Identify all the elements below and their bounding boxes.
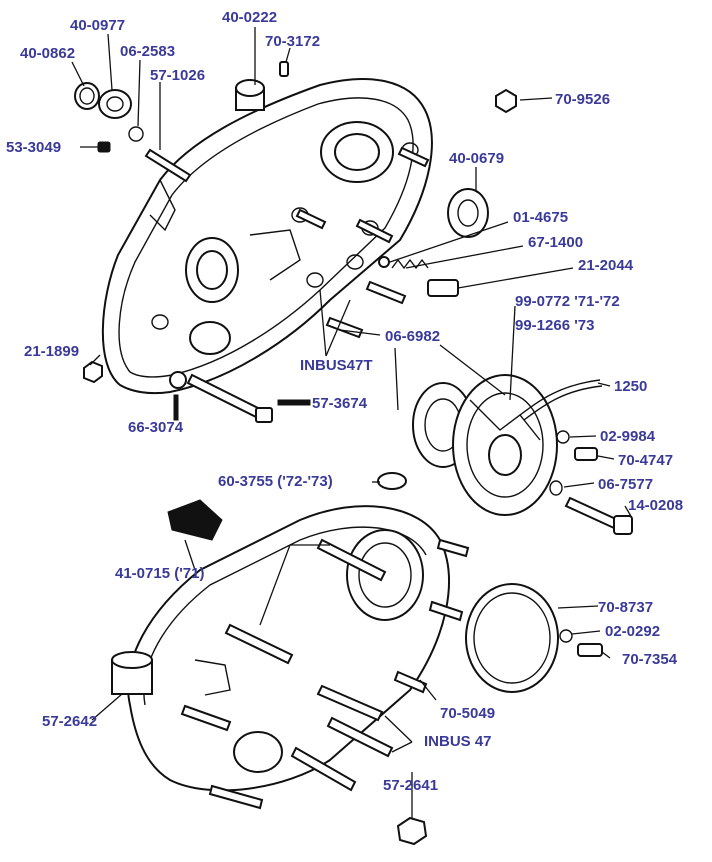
label-01-4675: 01-4675	[513, 209, 568, 226]
label-99-0772: 99-0772 '71-'72	[515, 293, 620, 310]
nut-70-9526	[495, 88, 517, 114]
label-70-9526: 70-9526	[555, 91, 610, 108]
points-plate-assembly	[412, 374, 558, 516]
label-70-4747: 70-4747	[618, 452, 673, 469]
label-inbus47t: INBUS47T	[300, 357, 373, 374]
lead-1250	[519, 379, 603, 421]
label-02-9984: 02-9984	[600, 428, 656, 445]
bushing-40-0222	[235, 79, 265, 111]
cap-41-0715	[167, 499, 223, 541]
label-70-7354: 70-7354	[622, 651, 678, 668]
plug-21-2044	[427, 279, 459, 297]
label-53-3049: 53-3049	[6, 139, 61, 156]
pin-70-3172	[279, 61, 289, 77]
seal-40-0679	[447, 188, 489, 238]
label-06-7577: 06-7577	[598, 476, 653, 493]
label-inbus47: INBUS 47	[424, 733, 492, 750]
seal-40-0977	[98, 89, 132, 119]
dowel-57-1026	[144, 148, 192, 183]
bushing-57-2642	[111, 651, 153, 695]
label-66-3074: 66-3074	[128, 419, 184, 436]
nut-57-2641	[396, 816, 428, 846]
label-21-2044: 21-2044	[578, 257, 634, 274]
screw-70-4747	[574, 447, 598, 461]
label-70-3172: 70-3172	[265, 33, 320, 50]
bolt-14-0208	[564, 496, 633, 535]
plug-60-3755	[377, 472, 407, 490]
label-70-5049: 70-5049	[440, 705, 495, 722]
inbus-bolts-upper	[295, 146, 430, 339]
label-41-0715: 41-0715 ('71)	[115, 565, 204, 582]
oring-06-2583	[128, 126, 144, 142]
label-06-6982: 06-6982	[385, 328, 440, 345]
washer-06-7577	[549, 480, 563, 496]
label-21-1899: 21-1899	[24, 343, 79, 360]
screw-70-7354	[577, 643, 603, 657]
part-labels: 40-0977 40-0222 70-3172 40-0862 06-2583 …	[6, 9, 683, 794]
label-70-8737: 70-8737	[598, 599, 653, 616]
dowel-66-3074	[169, 371, 187, 389]
screws-outer-cover	[180, 538, 470, 810]
inner-cover-casting	[101, 78, 433, 395]
cover-plate-70-8737	[465, 583, 559, 693]
label-57-3674: 57-3674	[312, 395, 368, 412]
ball-01-4675	[378, 256, 390, 268]
washer-02-0292	[559, 629, 573, 643]
leader-lines	[71, 27, 633, 818]
label-57-1026: 57-1026	[150, 67, 205, 84]
label-99-1266: 99-1266 '73	[515, 317, 594, 334]
label-57-2642: 57-2642	[42, 713, 97, 730]
label-40-0977: 40-0977	[70, 17, 125, 34]
label-02-0292: 02-0292	[605, 623, 660, 640]
bolt-57-3674	[186, 373, 273, 423]
screw-53-3049	[97, 141, 111, 153]
spring-67-1400	[391, 258, 429, 270]
label-67-1400: 67-1400	[528, 234, 583, 251]
label-40-0679: 40-0679	[449, 150, 504, 167]
nut-21-1899	[83, 360, 103, 384]
ring-40-0862	[74, 82, 100, 110]
label-14-0208: 14-0208	[628, 497, 683, 514]
label-60-3755: 60-3755 ('72-'73)	[218, 473, 333, 490]
label-40-0222: 40-0222	[222, 9, 277, 26]
washer-02-9984	[556, 430, 570, 444]
label-1250: 1250	[614, 378, 647, 395]
label-06-2583: 06-2583	[120, 43, 175, 60]
label-57-2641: 57-2641	[383, 777, 438, 794]
label-40-0862: 40-0862	[20, 45, 75, 62]
